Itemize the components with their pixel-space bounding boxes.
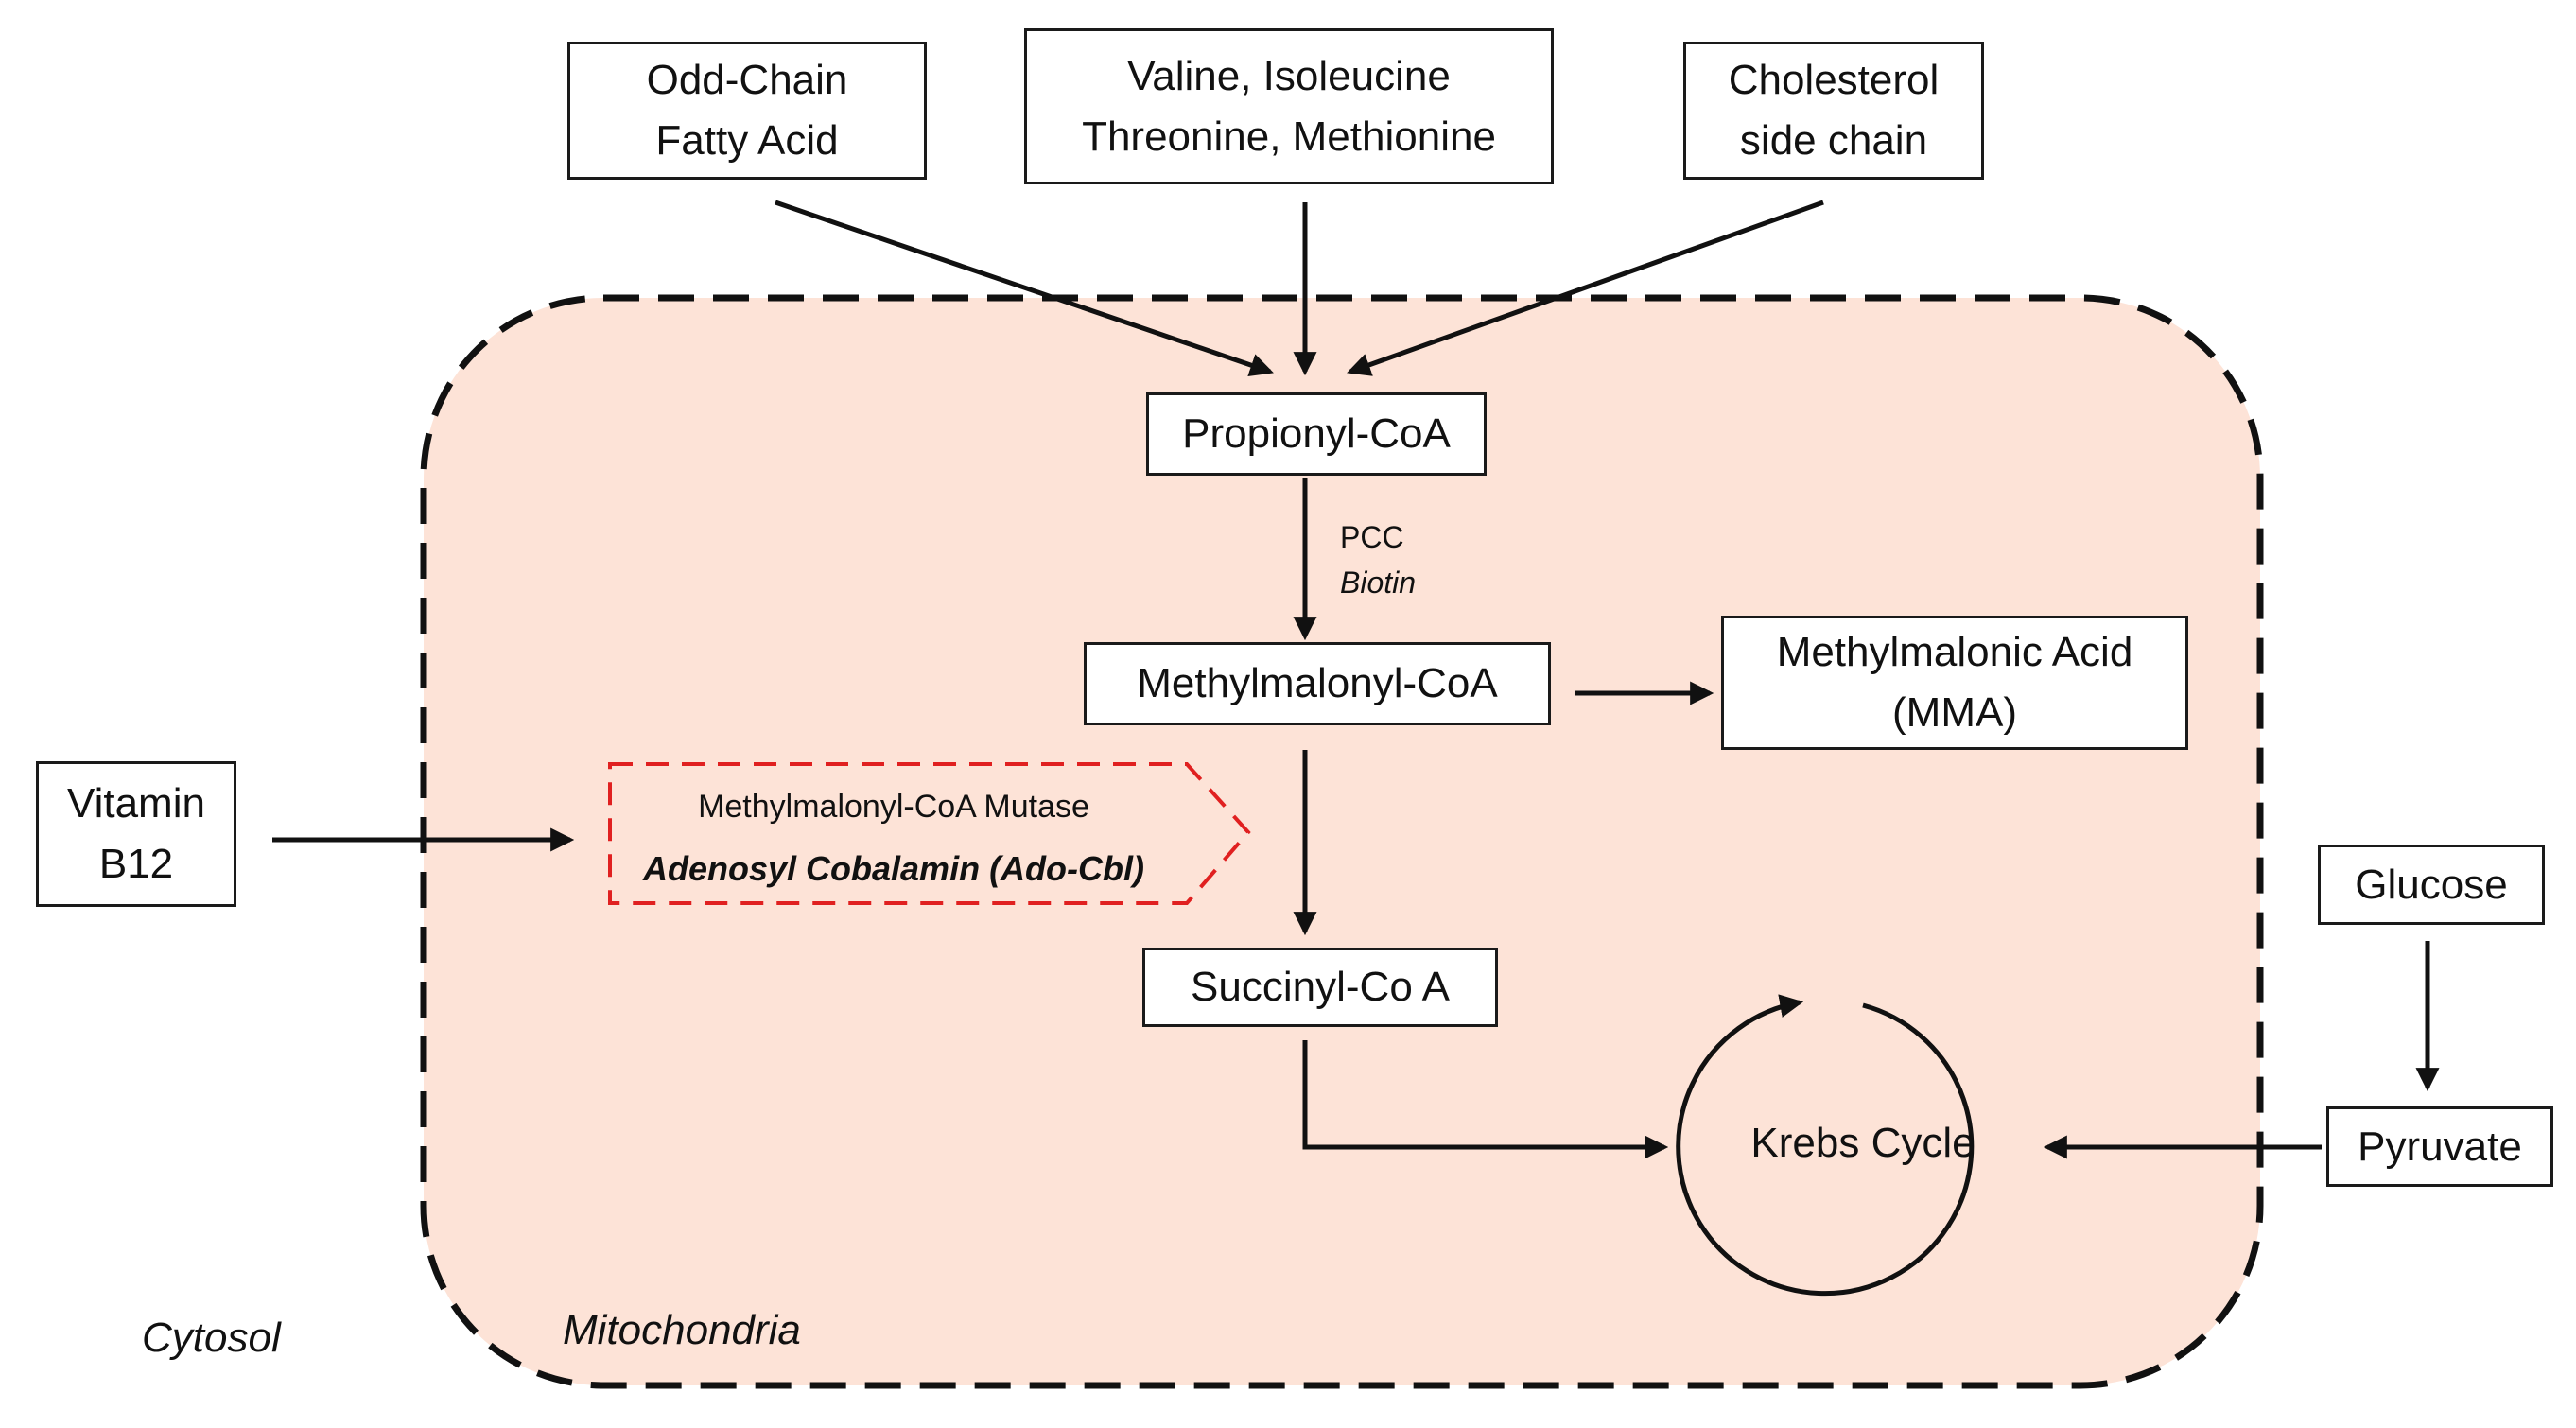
mma-line2: (MMA) — [1892, 689, 2017, 736]
cholesterol-line1: Cholesterol — [1728, 57, 1940, 104]
methylmalonyl-coa-label: Methylmalonyl-CoA — [1137, 660, 1498, 707]
mma-box: Methylmalonic Acid (MMA) — [1721, 616, 2188, 750]
krebs-cycle-label: Krebs Cycle — [1750, 1120, 1976, 1166]
vitamin-b12-line1: Vitamin — [67, 780, 205, 827]
succinyl-coa-label: Succinyl-Co A — [1191, 964, 1450, 1011]
enzyme-name: Methylmalonyl-CoA Mutase — [698, 789, 1089, 825]
methylmalonyl-coa-box: Methylmalonyl-CoA — [1084, 642, 1551, 725]
glucose-label: Glucose — [2355, 861, 2508, 908]
enzyme-shape — [608, 762, 1251, 905]
amino-acids-line1: Valine, Isoleucine — [1127, 52, 1451, 99]
cholesterol-line2: side chain — [1739, 117, 1928, 164]
pcc-label: PCC — [1340, 520, 1404, 554]
vitamin-b12-box: Vitamin B12 — [36, 761, 236, 907]
succinyl-coa-box: Succinyl-Co A — [1142, 948, 1498, 1027]
biotin-label: Biotin — [1340, 566, 1417, 600]
amino-acids-line2: Threonine, Methionine — [1082, 113, 1496, 160]
odd-chain-line2: Fatty Acid — [655, 117, 839, 164]
pyruvate-box: Pyruvate — [2326, 1106, 2553, 1187]
mitochondria-label: Mitochondria — [563, 1307, 801, 1353]
propionyl-coa-label: Propionyl-CoA — [1182, 410, 1451, 458]
arrow-cholesterol-to-propionyl — [1347, 200, 1824, 376]
cholesterol-side-chain-box: Cholesterol side chain — [1683, 42, 1984, 180]
cytosol-label: Cytosol — [142, 1315, 281, 1361]
odd-chain-line1: Odd-Chain — [646, 57, 848, 104]
arrow-succinyl-to-krebs — [1302, 1040, 1669, 1159]
pyruvate-label: Pyruvate — [2358, 1123, 2522, 1170]
enzyme-cofactor: Adenosyl Cobalamin (Ado-Cbl) — [643, 849, 1144, 888]
arrow-odd-chain-to-propionyl — [775, 200, 1274, 377]
glucose-box: Glucose — [2318, 845, 2545, 925]
propionyl-coa-box: Propionyl-CoA — [1146, 392, 1487, 476]
krebs-cycle-circle — [1676, 994, 1975, 1297]
amino-acids-box: Valine, Isoleucine Threonine, Methionine — [1024, 28, 1554, 184]
odd-chain-fatty-acid-box: Odd-Chain Fatty Acid — [567, 42, 927, 180]
mma-line1: Methylmalonic Acid — [1776, 629, 2133, 676]
vitamin-b12-line2: B12 — [98, 841, 174, 887]
